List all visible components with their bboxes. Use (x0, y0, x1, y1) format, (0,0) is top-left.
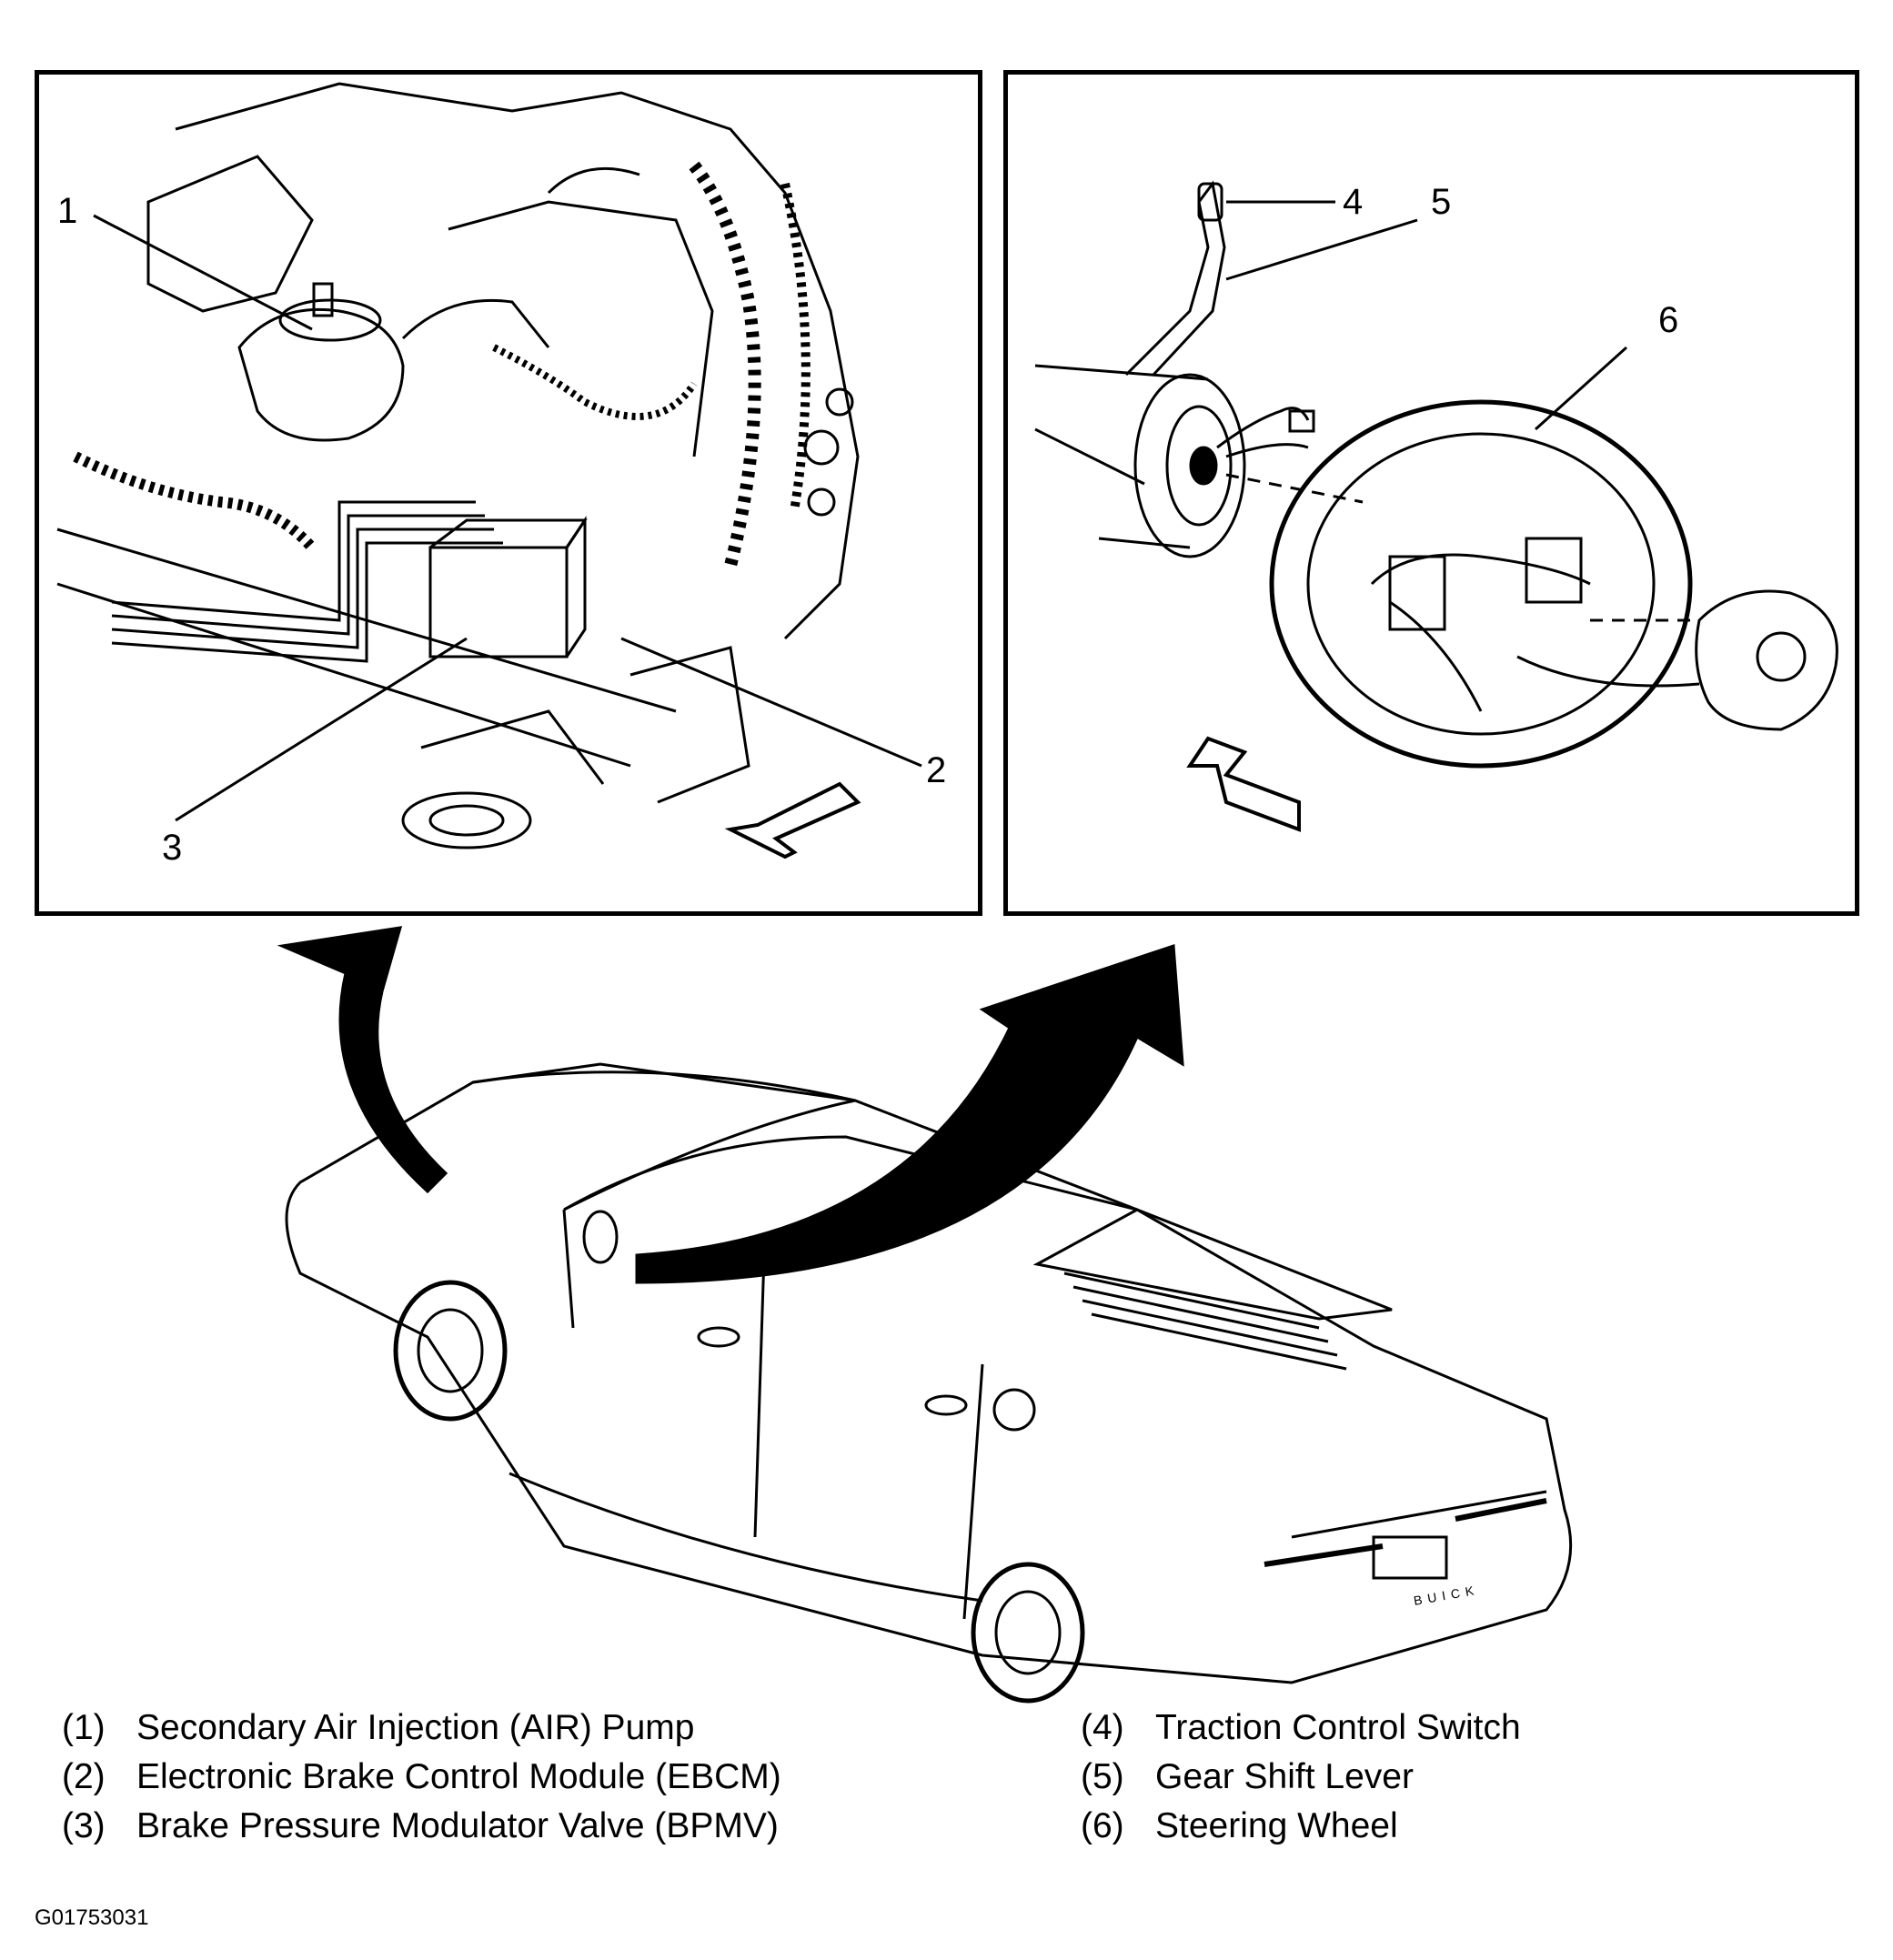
legend-label: Steering Wheel (1155, 1806, 1398, 1845)
legend-num: (1) (62, 1708, 106, 1747)
legend-num: (4) (1081, 1708, 1124, 1747)
legend-label: Traction Control Switch (1155, 1708, 1521, 1747)
callout-2: 2 (926, 750, 947, 790)
legend-num: (3) (62, 1806, 106, 1845)
engine-detail-panel: 1 2 3 (35, 70, 982, 916)
legend-right: (4) Traction Control Switch (5) Gear Shi… (1081, 1704, 1521, 1851)
steering-illustration (1034, 180, 1838, 832)
callout-1: 1 (57, 191, 78, 231)
legend-item-4: (4) Traction Control Switch (1081, 1704, 1521, 1753)
legend-item-3: (3) Brake Pressure Modulator Valve (BPMV… (62, 1802, 781, 1851)
car-illustration: BUICK (277, 926, 1573, 1704)
legend-label: Brake Pressure Modulator Valve (BPMV) (136, 1806, 779, 1845)
pointer-arrow-left (277, 926, 448, 1194)
callout-3: 3 (162, 828, 183, 868)
figure-code: G01753031 (35, 1905, 149, 1930)
legend-label: Gear Shift Lever (1155, 1757, 1414, 1796)
steering-detail-panel: 4 5 6 (1003, 70, 1859, 916)
legend-label: Electronic Brake Control Module (EBCM) (136, 1757, 781, 1796)
callout-6: 6 (1658, 300, 1679, 340)
legend-num: (6) (1081, 1806, 1124, 1845)
callout-5: 5 (1431, 182, 1452, 222)
legend-left: (1) Secondary Air Injection (AIR) Pump (… (62, 1704, 781, 1851)
legend-num: (5) (1081, 1757, 1124, 1796)
pointer-arrow-right (635, 943, 1184, 1284)
legend-item-5: (5) Gear Shift Lever (1081, 1753, 1521, 1802)
legend-item-1: (1) Secondary Air Injection (AIR) Pump (62, 1704, 781, 1753)
legend-item-2: (2) Electronic Brake Control Module (EBC… (62, 1753, 781, 1802)
vehicle-overview: BUICK (0, 910, 1893, 1710)
car-badge: BUICK (1413, 1583, 1480, 1608)
legend-item-6: (6) Steering Wheel (1081, 1802, 1521, 1851)
callout-4: 4 (1343, 182, 1364, 222)
engine-illustration (56, 82, 922, 859)
legend-label: Secondary Air Injection (AIR) Pump (136, 1708, 695, 1747)
legend-num: (2) (62, 1757, 106, 1796)
